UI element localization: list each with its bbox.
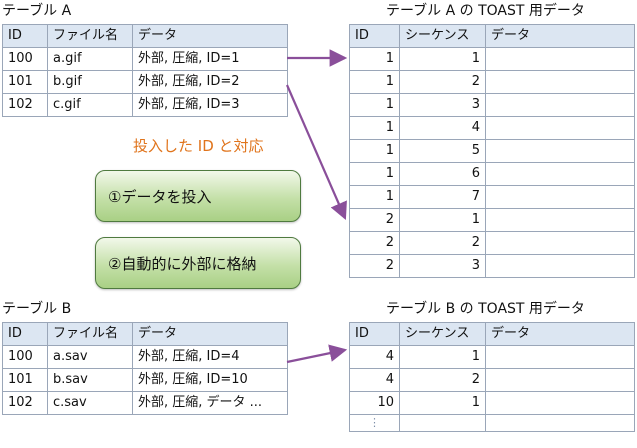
cell-filename: c.sav bbox=[47, 391, 133, 415]
cell-sequence: 1 bbox=[399, 47, 486, 71]
cell-data bbox=[485, 139, 635, 163]
cell-data bbox=[485, 116, 635, 140]
arrow-table-b-to-toast bbox=[286, 344, 348, 364]
cell-sequence: 1 bbox=[399, 391, 486, 415]
ellipsis-mark: ⋮ bbox=[369, 416, 380, 429]
cell-id: 102 bbox=[2, 93, 48, 117]
cell-id: 102 bbox=[2, 391, 48, 415]
cell-id: 1 bbox=[349, 162, 400, 186]
toast-b-title: テーブル B の TOAST 用データ bbox=[386, 301, 585, 317]
header-data: データ bbox=[485, 322, 635, 346]
cell-data: 外部, 圧縮, ID=1 bbox=[132, 47, 288, 71]
header-data: データ bbox=[485, 24, 635, 48]
table-a: ID ファイル名 データ 100 a.gif 外部, 圧縮, ID=1 101 … bbox=[2, 24, 288, 117]
cell-filename: b.gif bbox=[47, 70, 133, 94]
id-correspondence-note: 投入した ID と対応 bbox=[133, 137, 264, 155]
cell-id: 4 bbox=[349, 345, 400, 369]
step-insert-data: ①データを投入 bbox=[95, 170, 301, 222]
cell-id: 101 bbox=[2, 368, 48, 392]
cell-id: 1 bbox=[349, 93, 400, 117]
table-b-title: テーブル B bbox=[2, 301, 72, 317]
table-row-ellipsis: ⋮ bbox=[349, 414, 635, 432]
cell-ellipsis: ⋮ bbox=[349, 414, 400, 432]
cell-data bbox=[485, 208, 635, 232]
cell-id: 4 bbox=[349, 368, 400, 392]
cell-id: 1 bbox=[349, 185, 400, 209]
header-id: ID bbox=[2, 322, 48, 346]
header-id: ID bbox=[2, 24, 48, 48]
cell-sequence: 7 bbox=[399, 185, 486, 209]
table-header-row: ID ファイル名 データ bbox=[2, 322, 288, 346]
cell-sequence: 2 bbox=[399, 368, 486, 392]
cell-id: 101 bbox=[2, 70, 48, 94]
cell-data: 外部, 圧縮, ID=3 bbox=[132, 93, 288, 117]
table-row: 100 a.gif 外部, 圧縮, ID=1 bbox=[2, 47, 288, 71]
cell-data bbox=[485, 368, 635, 392]
cell-id: 10 bbox=[349, 391, 400, 415]
cell-id: 100 bbox=[2, 345, 48, 369]
cell-id: 2 bbox=[349, 231, 400, 255]
cell-sequence: 2 bbox=[399, 70, 486, 94]
cell-sequence: 3 bbox=[399, 93, 486, 117]
step-store-external: ②自動的に外部に格納 bbox=[95, 237, 301, 289]
cell-sequence: 4 bbox=[399, 116, 486, 140]
cell-sequence: 6 bbox=[399, 162, 486, 186]
cell-data: 外部, 圧縮, ID=10 bbox=[132, 368, 288, 392]
table-row: 101 b.sav 外部, 圧縮, ID=10 bbox=[2, 368, 288, 392]
cell-sequence: 5 bbox=[399, 139, 486, 163]
header-filename: ファイル名 bbox=[47, 322, 133, 346]
cell-id: 1 bbox=[349, 116, 400, 140]
table-b: ID ファイル名 データ 100 a.sav 外部, 圧縮, ID=4 101 … bbox=[2, 322, 288, 415]
cell-id: 2 bbox=[349, 254, 400, 278]
toast-a-title: テーブル A の TOAST 用データ bbox=[386, 3, 585, 19]
cell-data bbox=[485, 93, 635, 117]
table-row: 102 c.gif 外部, 圧縮, ID=3 bbox=[2, 93, 288, 117]
cell-sequence: 3 bbox=[399, 254, 486, 278]
cell-filename: c.gif bbox=[47, 93, 133, 117]
arrow-row2-to-toast bbox=[285, 84, 347, 221]
cell-sequence: 1 bbox=[399, 208, 486, 232]
cell-data bbox=[485, 254, 635, 278]
cell-data bbox=[485, 70, 635, 94]
cell-data bbox=[485, 47, 635, 71]
table-row: 102 c.sav 外部, 圧縮, データ ... bbox=[2, 391, 288, 415]
table-row: 101 b.gif 外部, 圧縮, ID=2 bbox=[2, 70, 288, 94]
header-filename: ファイル名 bbox=[47, 24, 133, 48]
cell-data: 外部, 圧縮, データ ... bbox=[132, 391, 288, 415]
table-a-title: テーブル A bbox=[2, 3, 72, 19]
header-data: データ bbox=[132, 322, 288, 346]
